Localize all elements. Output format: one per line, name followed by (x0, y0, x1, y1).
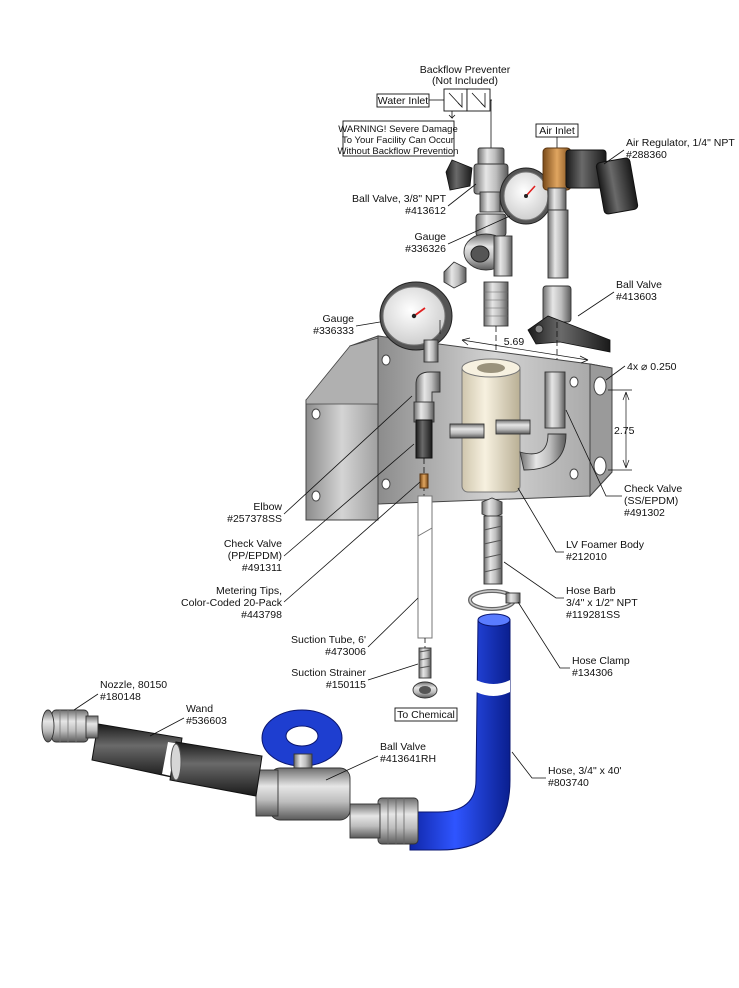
to-chemical-box (394, 707, 458, 722)
check-valve-ss-part: #491302 (624, 507, 665, 519)
dimension-height: 2.75 (608, 389, 635, 471)
dimension-width: 5.69 (439, 320, 589, 364)
metering-tips-443798 (419, 473, 429, 489)
check-valve-491302 (519, 371, 567, 471)
elbow-part: #257378SS (227, 513, 282, 525)
metering-tips-part: #443798 (241, 609, 282, 621)
check-valve-ss-material: (SS/EPDM) (624, 495, 678, 507)
ball-valve-rh-label: Ball Valve (380, 741, 426, 753)
ball-valve-38-label: Ball Valve, 3/8" NPT (352, 193, 447, 205)
suction-tube-473006 (417, 495, 433, 648)
hose-clamp-part: #134306 (572, 667, 613, 679)
elbow-label: Elbow (253, 501, 282, 513)
ball-valve-413603 (527, 209, 611, 364)
ball-valve-38-part: #413612 (405, 205, 446, 217)
backflow-preventer-note: (Not Included) (432, 75, 498, 87)
warning-arrow (448, 111, 456, 119)
hose-fitting (349, 797, 419, 845)
backflow-preventer-label: Backflow Preventer (420, 64, 511, 76)
check-valve-ss-label: Check Valve (624, 483, 682, 495)
air-inlet-label: Air Inlet (539, 125, 575, 137)
backflow-preventer-group: Backflow Preventer (Not Included) Water … (338, 64, 579, 157)
hose-barb-size: 3/4" x 1/2" NPT (566, 597, 638, 609)
gauge-336333 (379, 281, 453, 363)
nozzle-180148 (41, 709, 99, 743)
air-regulator-part: #288360 (626, 149, 667, 161)
wand-536603 (91, 723, 263, 797)
check-valve-pp-part: #491311 (242, 562, 282, 574)
ball-valve-413603-label: Ball Valve (616, 279, 662, 291)
gauge-336333-part: #336333 (313, 325, 354, 337)
metering-tips-label: Metering Tips, (216, 585, 282, 597)
hose-clamp-label: Hose Clamp (572, 655, 630, 667)
gauge-336326-label: Gauge (414, 231, 446, 243)
elbow-257378ss (413, 371, 441, 423)
water-inlet-box (376, 93, 430, 108)
suction-strainer-part: #150115 (326, 679, 366, 691)
lv-foamer-body-label: LV Foamer Body (566, 539, 645, 551)
suction-tube-label: Suction Tube, 6' (291, 634, 366, 646)
dim-height-label: 2.75 (614, 425, 635, 437)
dim-holes-label: 4x ⌀ 0.250 (627, 361, 677, 373)
lv-foamer-body-part: #212010 (566, 551, 607, 563)
wand-label: Wand (186, 703, 213, 715)
backflow-arrow-1 (448, 92, 463, 108)
hose-clamp-134306 (468, 589, 521, 611)
ball-valve-413603-part: #413603 (616, 291, 657, 303)
warning-box (342, 120, 455, 157)
warning-line-3: Without Backflow Prevention (338, 146, 459, 157)
backflow-arrow-2 (471, 92, 486, 108)
ball-valve-413612-handle (445, 159, 473, 191)
check-valve-491311 (415, 419, 433, 520)
suction-tube-part: #473006 (325, 646, 366, 658)
suction-strainer-label: Suction Strainer (291, 667, 366, 679)
air-regulator-288360 (542, 147, 639, 215)
nozzle-part: #180148 (100, 691, 141, 703)
hose-label: Hose, 3/4" x 40' (548, 765, 621, 777)
ball-valve-rh-part: #413641RH (380, 753, 436, 765)
check-valve-pp-material: (PP/EPDM) (228, 550, 282, 562)
water-inlet-label: Water Inlet (378, 95, 428, 107)
wand-part: #536603 (186, 715, 227, 727)
gauge-336326-part: #336326 (405, 243, 446, 255)
gauge-336333-label: Gauge (322, 313, 354, 325)
dim-width-label: 5.69 (504, 336, 525, 348)
ball-valve-413603-handle (527, 315, 611, 353)
hose-part: #803740 (548, 777, 589, 789)
to-chemical-label: To Chemical (397, 709, 455, 721)
metering-tips-desc: Color-Coded 20-Pack (181, 597, 283, 609)
ball-valve-413641rh (255, 709, 351, 821)
hose-803740 (409, 613, 511, 851)
hose-barb-part: #119281SS (566, 609, 620, 621)
gauge-336326 (499, 167, 553, 225)
warning-line-2: To Your Facility Can Occur (342, 135, 454, 146)
check-valve-pp-label: Check Valve (224, 538, 282, 550)
air-regulator-label: Air Regulator, 1/4" NPT (626, 137, 735, 149)
warning-line-1: WARNING! Severe Damage (338, 124, 458, 135)
lv-foamer-body-212010 (449, 358, 531, 493)
nozzle-label: Nozzle, 80150 (100, 679, 167, 691)
ball-valve-413612 (445, 147, 509, 213)
suction-strainer-150115 (412, 647, 438, 699)
hose-barb-label: Hose Barb (566, 585, 616, 597)
dimension-holes: 4x ⌀ 0.250 (605, 361, 677, 381)
tee-fitting (443, 213, 513, 352)
hose-barb-119281ss (481, 497, 503, 585)
